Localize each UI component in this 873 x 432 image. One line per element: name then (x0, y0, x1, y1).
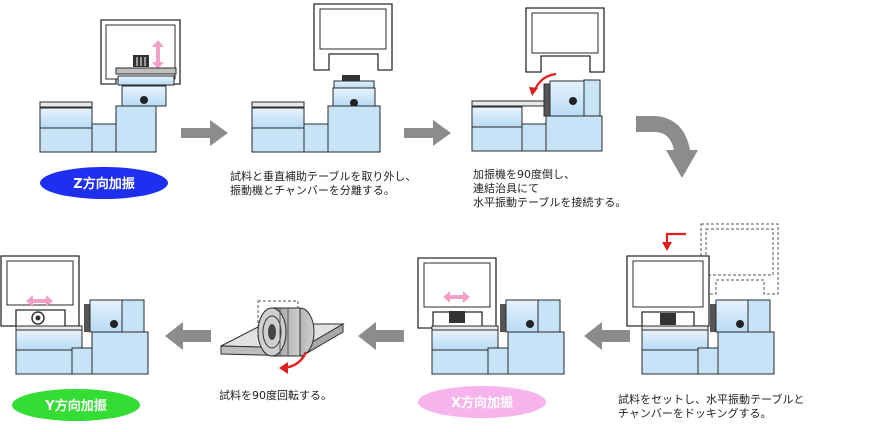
slip-table-top (471, 100, 545, 107)
stage-shaker-tilted (471, 7, 605, 152)
specimen (660, 313, 676, 325)
shaker-head (549, 80, 585, 117)
note-step1-line1: 試料と垂直補助テーブルを取り外し、 (230, 170, 417, 183)
note-step2-line3: 水平振動テーブルを接続する。 (473, 196, 627, 209)
note-step3-line1: 試料をセットし、水平振動テーブルと (618, 393, 805, 406)
label-x-direction: X方向加振 (418, 386, 546, 418)
note-step4-line1: 試料を90度回転する。 (219, 389, 332, 402)
process-arrow (584, 322, 630, 350)
chamber-ghost (700, 223, 779, 295)
shaker-head (505, 299, 539, 333)
horizontal-motion-arrow (443, 291, 470, 303)
slip-table-top (39, 101, 93, 108)
note-step3-line2: チャンバーをドッキングする。 (618, 407, 772, 420)
label-y-direction: Y方向加振 (12, 389, 140, 421)
shaker-body (507, 331, 565, 375)
vertical-motion-arrow (152, 40, 164, 69)
note-step2-line1: 加振機を90度倒し、 (473, 168, 575, 181)
shaker-head (89, 299, 123, 333)
process-arrow (404, 120, 451, 146)
process-arrow (181, 120, 228, 146)
process-arrow (358, 322, 404, 350)
note-step2-line2: 連結治具にて (473, 182, 539, 195)
label-z-direction: Z方向加振 (40, 167, 168, 199)
stage-separation (251, 3, 393, 153)
process-arrow-turn (636, 116, 698, 178)
vertical-aux-table (115, 67, 177, 75)
shaker-head (715, 299, 749, 333)
shaker-body (91, 331, 149, 375)
process-arrow (165, 322, 211, 350)
stage-y-shaking (0, 255, 149, 375)
label-x-text: X方向加振 (451, 395, 513, 411)
stage-z-shaking (39, 19, 181, 153)
stage-docking (626, 223, 779, 375)
shaker-body (115, 105, 157, 153)
label-z-text: Z方向加振 (73, 176, 134, 192)
shaker-body (545, 115, 603, 152)
base (39, 127, 93, 153)
stage-rotate-specimen (220, 300, 345, 374)
note-step1: 試料と垂直補助テーブルを取り外し、 振動機とチャンバーを分離する。 (230, 170, 416, 198)
stage-x-shaking (417, 257, 565, 375)
note-step1-line2: 振動機とチャンバーを分離する。 (230, 184, 395, 197)
label-y-text: Y方向加振 (44, 398, 106, 414)
shaker-body (717, 331, 775, 375)
note-step4: 試料を90度回転する。 (219, 389, 332, 403)
note-step2: 加振機を90度倒し、 連結治具にて 水平振動テーブルを接続する。 (473, 168, 626, 210)
specimen (449, 311, 465, 323)
slip-table-top (251, 101, 305, 108)
shaker-body (327, 105, 381, 153)
move-arrow (665, 232, 686, 244)
note-step3: 試料をセットし、水平振動テーブルと チャンバーをドッキングする。 (618, 393, 804, 421)
horizontal-motion-arrow (26, 295, 53, 307)
